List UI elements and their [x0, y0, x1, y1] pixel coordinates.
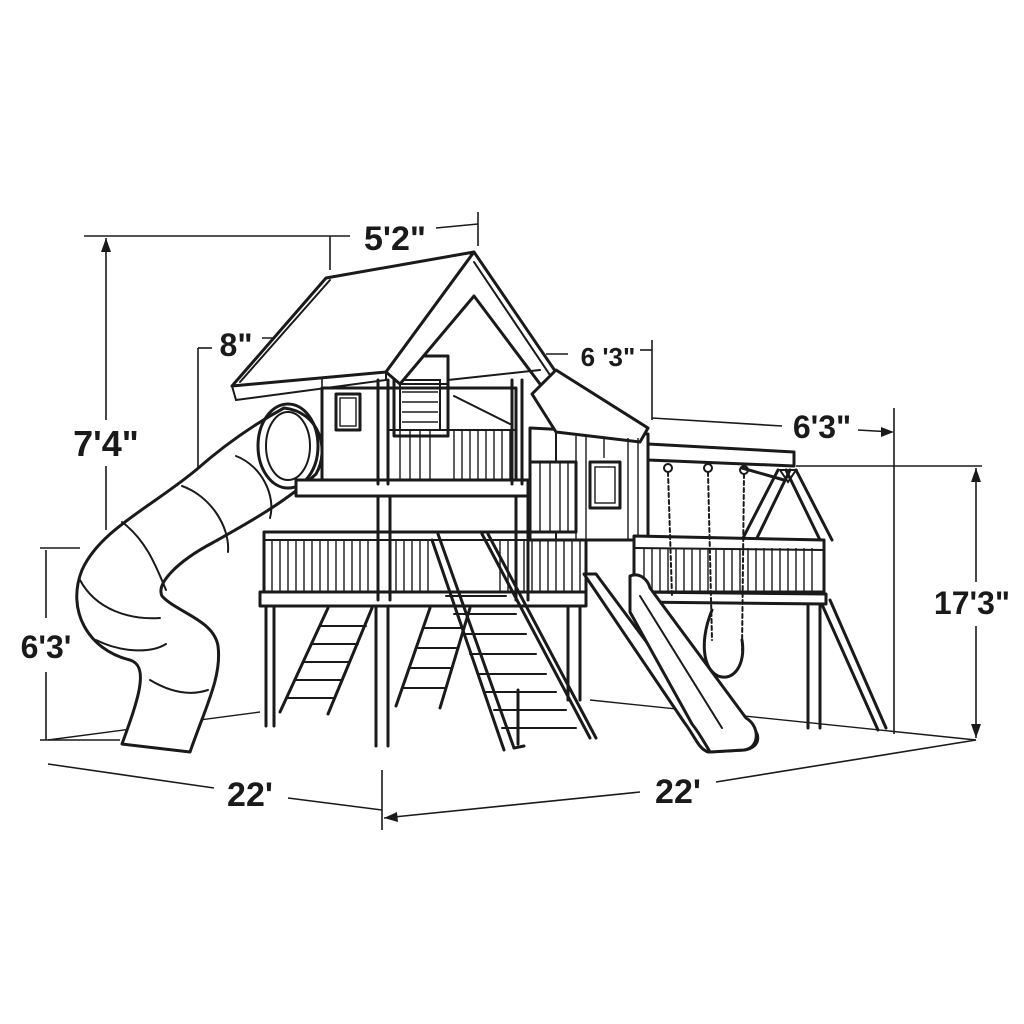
tube-slide [75, 402, 324, 754]
swing-seat [702, 608, 745, 679]
front-stairs [430, 532, 598, 752]
straight-slide [582, 572, 760, 754]
side-window [334, 392, 362, 432]
railing-slats [271, 540, 581, 592]
swing-beam-label: 6'3" [793, 409, 851, 445]
dimension-labels: 5'2" 8" 6 '3" 6'3" 7'4" 17'3" 6'3' 22' 2… [21, 220, 1010, 814]
right-length-label: 22' [655, 773, 701, 811]
ladder-middle [394, 606, 472, 710]
annex-window [588, 460, 622, 510]
annex-width-label: 6 '3" [581, 342, 636, 372]
main-roof [230, 250, 566, 402]
clubhouse [230, 250, 566, 602]
ladder-left [278, 606, 374, 716]
slide-height-label: 6'3' [21, 629, 72, 665]
left-length-label: 22' [227, 776, 273, 814]
eave-overhang-label: 8" [220, 327, 253, 363]
balcony-slats [399, 430, 511, 480]
roof-width-label: 5'2" [364, 220, 426, 258]
swing-deck-slats [643, 548, 813, 592]
swing-deck [630, 442, 888, 732]
swing-height-label: 17'3" [934, 585, 1010, 621]
gable-window [399, 379, 441, 431]
overall-height-label: 7'4" [73, 423, 139, 464]
annex [528, 368, 650, 542]
